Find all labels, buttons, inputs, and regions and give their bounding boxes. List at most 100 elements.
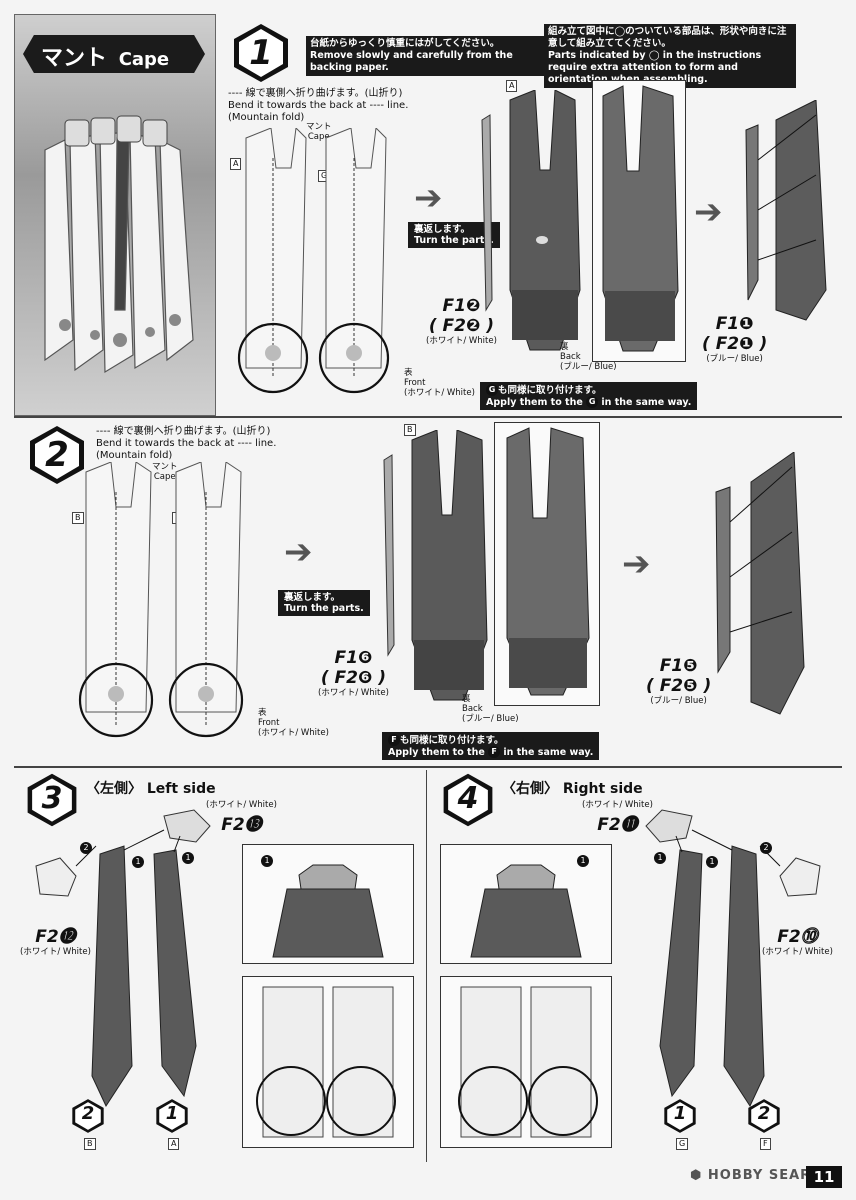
mantle-jp: マント <box>306 122 332 132</box>
brand-text: HOBBY SEARCH <box>707 1168 834 1183</box>
mantle-en: Cape <box>153 472 176 482</box>
step4-mark-2: 2 <box>760 842 772 854</box>
back-en: Back <box>462 704 483 714</box>
detail-top-mark: 1 <box>577 855 589 867</box>
step4-assembly-illustration <box>645 809 821 1108</box>
part-side-color: (ホワイト/ White) <box>762 947 833 957</box>
same-tag-icon: G <box>486 384 498 396</box>
same-en-post: in the same way. <box>601 397 692 408</box>
part1b: ( F2❻ ) <box>320 668 387 688</box>
badge-right-num: 2 <box>757 1103 771 1124</box>
turn-jp: 裏返します。 <box>284 592 341 603</box>
turn-jp: 裏返します。 <box>414 224 471 235</box>
fold-en: Bend it towards the back at ---- line. (… <box>96 438 277 461</box>
part-top: F2⓭ <box>221 815 262 835</box>
step1-badge: 1 <box>230 22 292 84</box>
caution-en: Parts indicated by ◯ in the instructions… <box>548 50 762 85</box>
step2-fold-note: ---- 線で裏側へ折り曲げます。(山折り) Bend it towards t… <box>96 426 316 462</box>
step1-cape-pieces-front <box>237 128 390 394</box>
title-text: マント Cape <box>41 40 169 72</box>
step2-cape-back-1 <box>383 430 488 701</box>
part2a: F1❶ <box>715 314 754 334</box>
page-number: 11 <box>806 1166 842 1188</box>
step4-badge-left: 1 <box>662 1098 698 1134</box>
part1a: F1❷ <box>442 296 481 316</box>
part1-color: (ホワイト/ White) <box>426 336 497 346</box>
divider-3 <box>426 770 427 1162</box>
title-jp: マント <box>41 46 108 71</box>
step3-mark-1a: 1 <box>132 856 144 868</box>
step1-arrow-2: ➔ <box>694 192 723 232</box>
step2-cape-pieces-front <box>78 462 244 738</box>
step2-tag-b2: B <box>404 424 416 436</box>
backing-jp: 台紙からゆっくり慎重にはがしてください。 <box>310 38 500 49</box>
step2-detail-box <box>494 422 600 706</box>
part2b: ( F2❶ ) <box>702 334 768 354</box>
step4-number: 4 <box>457 781 479 816</box>
step4-mark-1b: 1 <box>706 856 718 868</box>
same-en-pre: Apply them to the <box>388 747 485 758</box>
step2-cape-assembled <box>715 452 805 715</box>
caution-jp: 組み立て図中に◯のついている部品は、形状や向きに注意して組み立ててください。 <box>548 26 787 49</box>
step2-part2-label: F1❺ ( F2❺ ) (ブルー/ Blue) <box>646 656 711 706</box>
step1-tag-a: A <box>230 158 242 170</box>
part-side-color: (ホワイト/ White) <box>20 947 91 957</box>
step4-title: 〈右側〉 Right side <box>502 778 643 798</box>
step2-part1-label: F1❻ ( F2❻ ) (ホワイト/ White) <box>318 648 389 698</box>
same-tag-icon-2: F <box>488 746 501 758</box>
back-color: (ブルー/ Blue) <box>462 714 519 724</box>
cape-render-image <box>44 115 194 374</box>
front-jp: 表 <box>404 368 413 378</box>
front-en: Front <box>404 378 426 388</box>
part-top-color: (ホワイト/ White) <box>206 800 277 810</box>
step2-mantle-label: マント Cape <box>152 462 178 482</box>
title-en: Right side <box>562 781 643 797</box>
front-color: (ホワイト/ White) <box>404 388 475 398</box>
step4-badge: 4 <box>440 772 496 828</box>
title-jp: 〈右側〉 <box>502 781 558 797</box>
step2-tag-b: B <box>72 512 84 524</box>
divider-2 <box>14 766 842 768</box>
step4-mark-1a: 1 <box>654 852 666 864</box>
step4-detail-bottom <box>440 976 612 1148</box>
fold-jp: ---- 線で裏側へ折り曲げます。(山折り) <box>96 426 271 437</box>
divider-1 <box>14 416 842 418</box>
step3-tag-a: A <box>168 1138 180 1150</box>
step1-arrow-1: ➔ <box>414 178 443 218</box>
part2b: ( F2❺ ) <box>646 676 712 696</box>
front-jp: 表 <box>258 708 267 718</box>
backing-en: Remove slowly and carefully from the bac… <box>310 50 513 73</box>
same-en-post: in the same way. <box>503 747 594 758</box>
step2-arrow-2: ➔ <box>622 544 651 584</box>
step1-back-label: 裏 Back (ブルー/ Blue) <box>560 342 617 372</box>
step1-mantle-label: マント Cape <box>306 122 332 142</box>
title-en: Left side <box>146 781 216 797</box>
turn-en: Turn the parts. <box>414 235 494 246</box>
step2-arrow-1: ➔ <box>284 532 313 572</box>
same-tag-icon-2: G <box>586 396 599 408</box>
title-jp: 〈左側〉 <box>86 781 142 797</box>
step1-caution-note: 組み立て図中に◯のついている部品は、形状や向きに注意して組み立ててください。 P… <box>544 24 796 88</box>
badge-left-num: 1 <box>673 1103 687 1124</box>
step3-detail-bottom <box>242 976 414 1148</box>
step3-tag-b: B <box>84 1138 96 1150</box>
back-jp: 裏 <box>462 694 471 704</box>
step3-assembly-illustration <box>35 809 211 1108</box>
title-en: Cape <box>118 49 170 70</box>
step3-mark-2: 2 <box>80 842 92 854</box>
step2-front-label: 表 Front (ホワイト/ White) <box>258 708 329 738</box>
mantle-en: Cape <box>307 132 330 142</box>
step3-badge-right: 1 <box>154 1098 190 1134</box>
step1-detail-box <box>592 80 686 362</box>
part1b: ( F2❷ ) <box>428 316 495 336</box>
back-jp: 裏 <box>560 342 569 352</box>
page-number-text: 11 <box>813 1168 835 1186</box>
header-panel: マント Cape <box>14 14 216 416</box>
step1-number: 1 <box>249 33 273 73</box>
step3-part-top-label: (ホワイト/ White) F2⓭ <box>206 800 277 835</box>
footer-watermark: ⬢ HOBBY SEARCH <box>690 1168 834 1183</box>
step1-cape-back-1 <box>481 90 581 351</box>
step1-tag-a2: A <box>506 80 518 92</box>
step3-number: 3 <box>41 781 63 816</box>
